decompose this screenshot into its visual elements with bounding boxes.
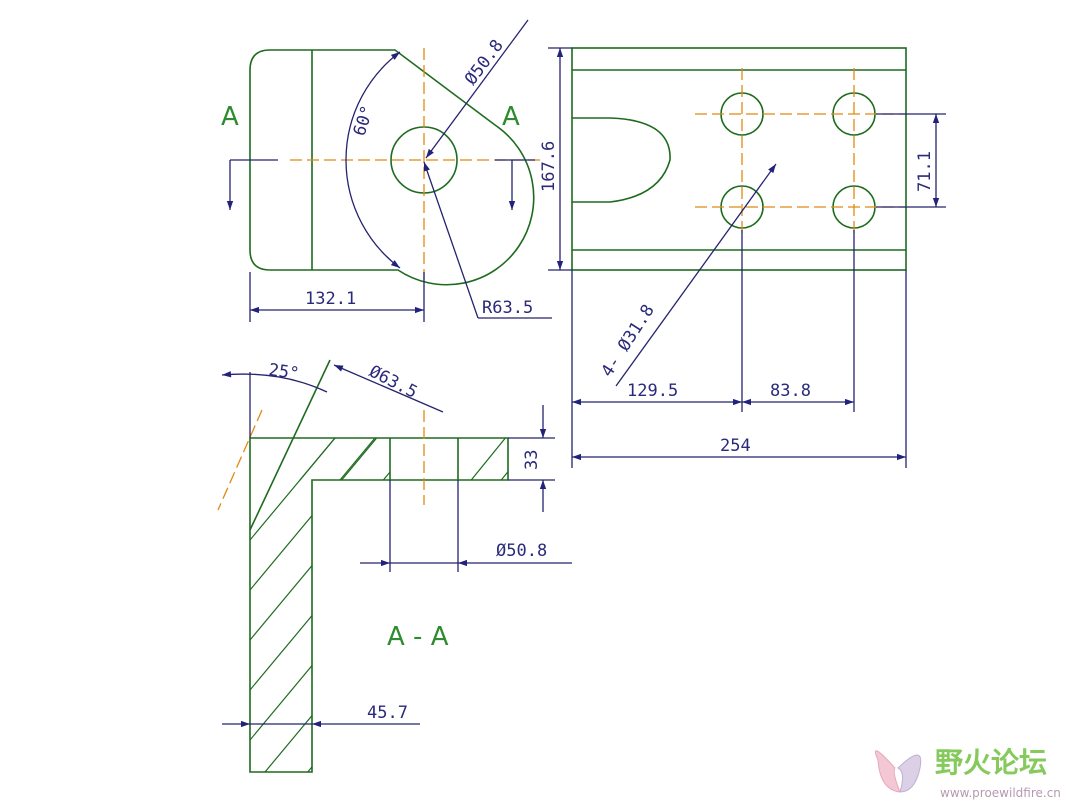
dim-dist-129-5: 129.5: [627, 381, 678, 401]
dim-thickness-33: 33: [522, 450, 542, 470]
dim-diameter-63-5: Ø63.5: [366, 362, 421, 403]
dim-height-167-6: 167.6: [539, 141, 559, 192]
section-title: A - A: [387, 622, 449, 652]
watermark-url: www.proewildfire.cn: [940, 786, 1061, 800]
watermark: 野火论坛 www.proewildfire.cn: [874, 746, 1061, 800]
watermark-title: 野火论坛: [935, 746, 1047, 779]
top-left-view: A A 60° Ø50.8 R63.5 132.1: [221, 19, 552, 322]
dim-thickness-45-7: 45.7: [367, 703, 408, 723]
dim-diameter-50-8-top: Ø50.8: [461, 36, 508, 89]
dim-radius-63-5: R63.5: [482, 298, 533, 318]
dim-spacing-71-1: 71.1: [915, 151, 935, 192]
plate-outline: [571, 47, 907, 271]
dim-width-132-1: 132.1: [305, 289, 356, 309]
section-view: 25° Ø63.5 33 Ø50.8 45.7 A - A: [217, 359, 572, 773]
dim-diameter-50-8-section: Ø50.8: [496, 541, 547, 561]
right-view: 167.6 71.1 4- Ø31.8 129.5 83.8 254: [539, 47, 946, 468]
section-mark-right: A: [502, 102, 520, 132]
butterfly-logo: [874, 750, 922, 793]
dim-angle-25: 25°: [267, 360, 300, 384]
dim-angle-60: 60°: [350, 103, 379, 138]
section-mark-left: A: [221, 102, 239, 132]
dim-dist-83-8: 83.8: [770, 381, 811, 401]
dim-length-254: 254: [720, 436, 751, 456]
top-view-outline: [249, 49, 535, 286]
